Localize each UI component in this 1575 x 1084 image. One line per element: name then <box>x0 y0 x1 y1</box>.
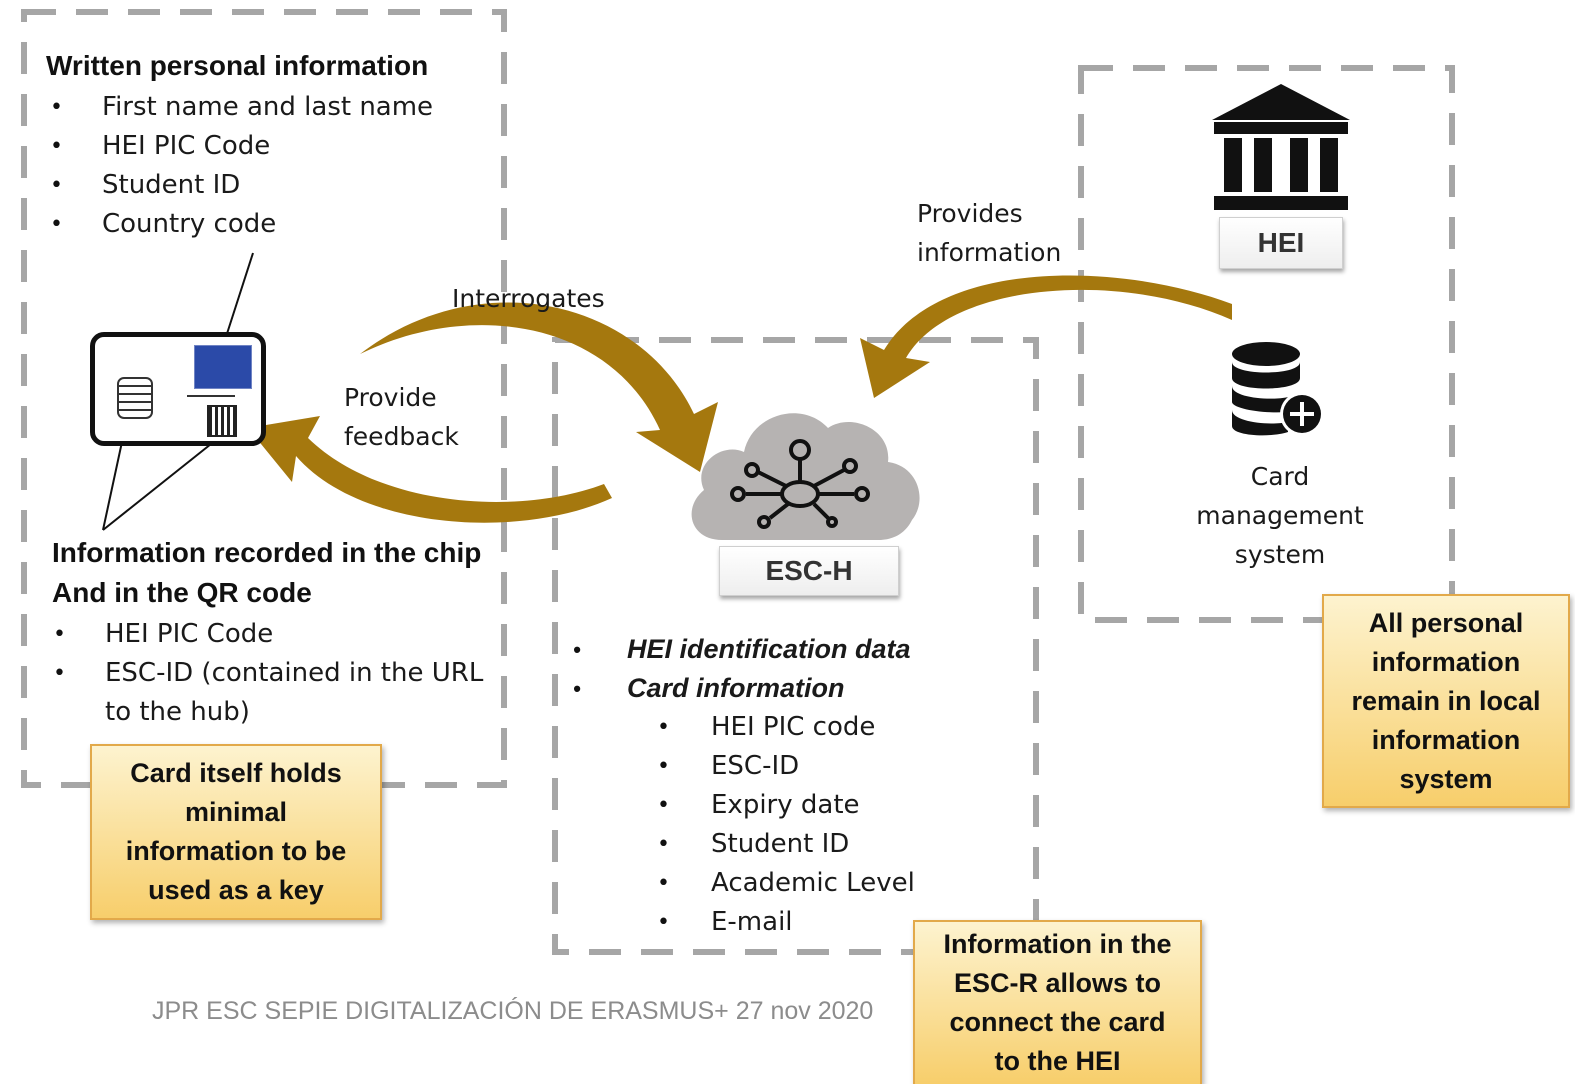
esc-r-note: Information in the ESC-R allows to conne… <box>913 920 1202 1084</box>
list-item: Country code <box>46 205 433 244</box>
note-line: information <box>1371 724 1521 755</box>
card-line <box>187 395 235 397</box>
interrogates-label: Interrogates <box>452 284 605 313</box>
note-line: minimal <box>184 797 287 827</box>
provides-information-label-1: Provides <box>917 199 1023 228</box>
database-add-icon <box>1232 342 1324 436</box>
list-item: First name and last name <box>46 88 433 127</box>
note-line: to the HEI <box>994 1046 1121 1076</box>
list-item: HEI PIC Code <box>46 127 433 166</box>
provide-feedback-label-2: feedback <box>344 422 459 451</box>
connector-written-to-card <box>223 252 254 344</box>
arrow-provide-feedback <box>248 416 612 523</box>
list-item: HEI identification data <box>555 630 915 669</box>
chip-icon <box>117 377 153 419</box>
list-item: ESC-ID (contained in the URL to the hub) <box>49 654 495 732</box>
connector-qr <box>102 439 217 531</box>
note-line: Card itself holds <box>130 758 342 788</box>
list-item: Student ID <box>46 166 433 205</box>
note-line: information to be <box>125 836 347 866</box>
note-line: remain in local <box>1351 685 1541 716</box>
hei-tag: HEI <box>1219 217 1343 269</box>
note-line: connect the card <box>949 1007 1166 1037</box>
card-management-label-1: Card <box>1250 462 1310 491</box>
note-line: All personal <box>1368 607 1524 638</box>
card-management-label-3: system <box>1234 540 1326 569</box>
note-line: ESC-R allows to <box>953 968 1161 998</box>
note-line: system <box>1399 763 1493 794</box>
chip-info-list: HEI PIC Code ESC-ID (contained in the UR… <box>49 615 495 732</box>
card-management-label-2: management <box>1196 501 1364 530</box>
esc-h-tag: ESC-H <box>719 546 899 596</box>
arrow-interrogates <box>360 302 718 472</box>
qr-code-icon <box>207 405 237 437</box>
personal-info-note: All personal information remain in local… <box>1322 594 1570 808</box>
arrow-provides-information <box>860 275 1232 398</box>
footer-text: JPR ESC SEPIE DIGITALIZACIÓN DE ERASMUS+… <box>152 997 874 1025</box>
list-item: HEI PIC Code <box>49 615 495 654</box>
list-item: HEI PIC code <box>555 708 915 747</box>
left-dashed-box <box>21 9 507 788</box>
list-item: Academic Level <box>555 864 915 903</box>
list-item: ESC-ID <box>555 747 915 786</box>
note-line: used as a key <box>148 875 324 905</box>
written-info-heading: Written personal information <box>46 50 429 81</box>
note-line: information <box>1371 646 1521 677</box>
chip-heading-2: And in the QR code <box>52 577 312 608</box>
written-info-list: First name and last name HEI PIC Code St… <box>46 88 433 244</box>
university-building-icon <box>1212 84 1350 210</box>
note-line: Information in the <box>943 929 1172 959</box>
list-item: Student ID <box>555 825 915 864</box>
card-key-note: Card itself holds minimal information to… <box>90 744 382 920</box>
cloud-network-icon <box>691 413 920 540</box>
provides-information-label-2: information <box>917 238 1062 267</box>
list-item: Card information <box>555 669 915 708</box>
eu-flag-icon <box>194 345 252 389</box>
student-card-icon <box>90 332 266 446</box>
list-item: E-mail <box>555 903 915 942</box>
chip-heading-1: Information recorded in the chip <box>52 537 482 568</box>
esc-h-data-list: HEI identification data Card information… <box>555 630 915 942</box>
provide-feedback-label-1: Provide <box>344 383 437 412</box>
right-dashed-box <box>1078 65 1455 623</box>
list-item: Expiry date <box>555 786 915 825</box>
